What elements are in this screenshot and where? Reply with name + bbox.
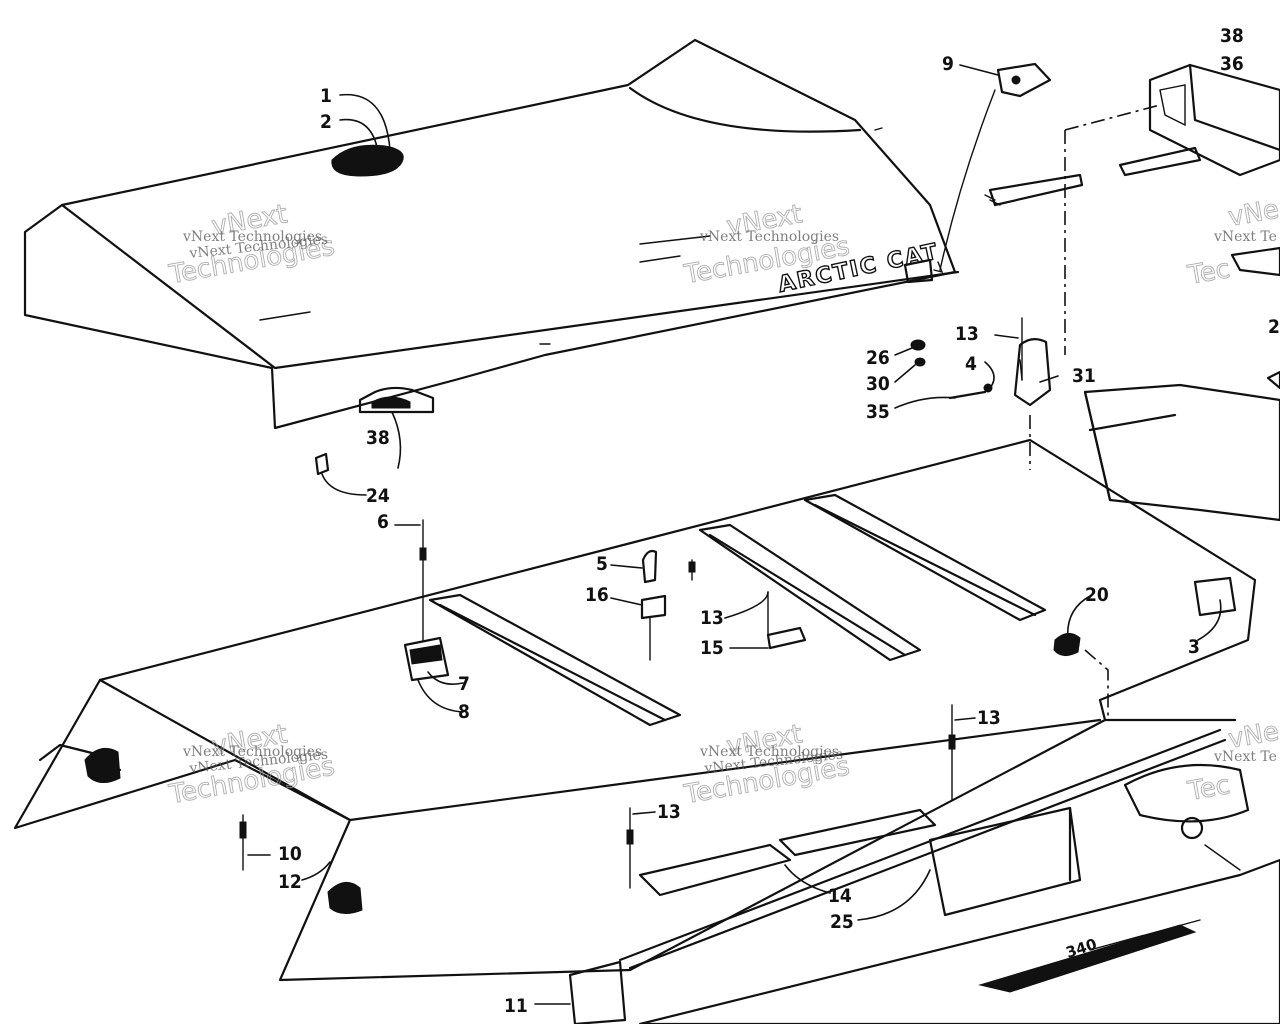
watermark-big-right: Tec: [1185, 254, 1232, 291]
base-pan: 340: [13, 383, 1280, 1024]
callout-14: 14: [828, 885, 852, 907]
callout-38: 38: [366, 427, 390, 449]
callout-21: 25: [830, 911, 854, 933]
callout-8: 8: [458, 701, 470, 723]
callout-3: 3: [1188, 636, 1200, 658]
watermark-big-right: vNe: [1226, 195, 1280, 233]
callout-13-right: 13: [977, 707, 1001, 729]
callout-16: 16: [585, 584, 609, 606]
callout-13-top: 13: [955, 323, 979, 345]
watermark-small: vNext Technologies: [699, 744, 839, 760]
bumper-24: [314, 452, 330, 476]
watermark-small-right: vNext Te: [1213, 229, 1277, 245]
watermark-small-right: vNext Te: [1213, 749, 1277, 765]
callout-24: 24: [366, 485, 390, 507]
fasteners: [239, 519, 956, 889]
seat-hinge-38: [358, 386, 435, 414]
seat-emblem-blob: [331, 144, 404, 177]
callout-13-mid: 13: [700, 607, 724, 629]
callout-9: 9: [942, 53, 954, 75]
callout-1: 1: [320, 85, 332, 107]
watermark-big-right: Tec: [1185, 770, 1232, 807]
callout-11: 11: [504, 995, 528, 1017]
callout-12: 12: [278, 871, 302, 893]
callout-10: 10: [278, 843, 302, 865]
callout-15: 15: [700, 637, 724, 659]
callout-31: 35: [866, 401, 890, 423]
console-assembly: [984, 63, 1280, 390]
callout-6: 6: [377, 511, 389, 533]
watermark-small: vNext Technologies: [182, 229, 322, 245]
callout-35: 36: [1220, 53, 1244, 75]
leader-lines: [247, 64, 1222, 1005]
callout-36: 38: [1220, 25, 1244, 47]
callout-26: 30: [866, 373, 890, 395]
callout-20: 20: [1085, 584, 1109, 606]
callout-2-right: 2: [1268, 316, 1280, 338]
callout-2: 2: [320, 111, 332, 133]
callout-5: 5: [596, 553, 608, 575]
callout-labels: 1 2 9 38 36 2 13 26 4 30 31 35 38 24 6 5…: [278, 25, 1280, 1017]
callout-4: 4: [965, 353, 977, 375]
callout-7: 7: [458, 673, 470, 695]
callout-25: 26: [866, 347, 890, 369]
callout-13-low: 13: [657, 801, 681, 823]
watermark-small: vNext Technologies: [699, 229, 839, 245]
latch-assembly: [910, 62, 1161, 470]
watermark-small: vNext Technologies: [182, 744, 322, 760]
callout-30: 31: [1072, 365, 1096, 387]
